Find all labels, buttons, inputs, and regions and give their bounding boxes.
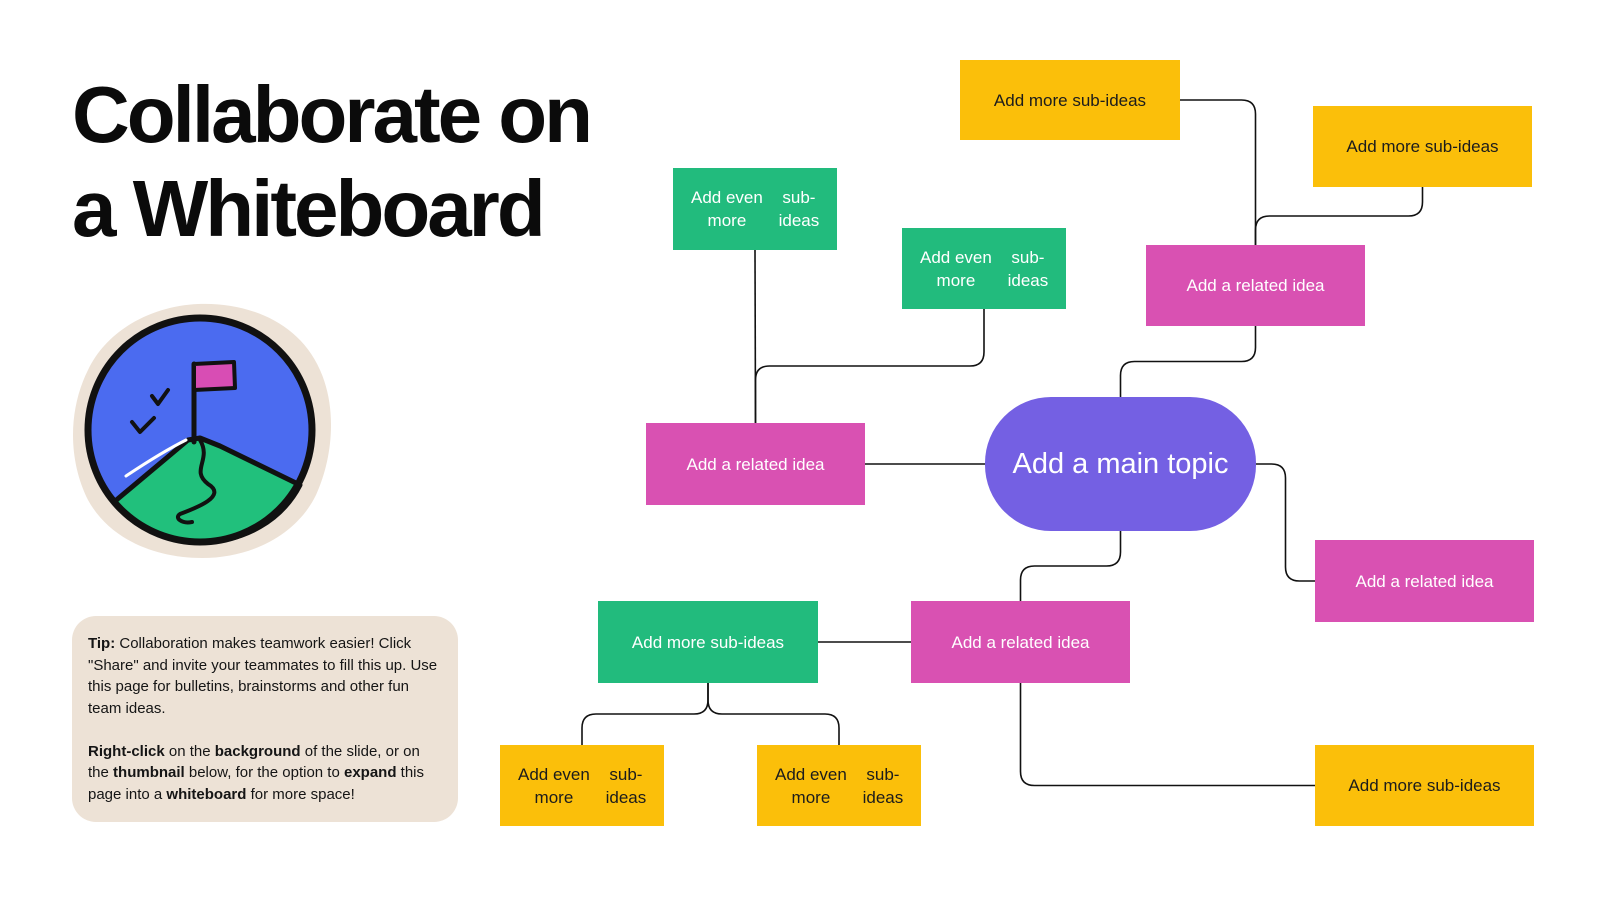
emblem-flag xyxy=(192,360,237,392)
node-label-line-1: Add even more xyxy=(518,764,590,807)
tip-text: Collaboration makes teamwork easier! Cli… xyxy=(88,635,438,717)
tip-paragraph-1: Tip: Collaboration makes teamwork easier… xyxy=(88,633,442,719)
tip-text: this page into a xyxy=(88,764,425,803)
slide-title: Collaborate on a Whiteboard xyxy=(72,68,672,256)
even-more-sub-ideas-node[interactable]: Add even more sub-ideas xyxy=(673,168,837,250)
node-label: Add more sub-ideas xyxy=(1346,137,1499,156)
connector-line xyxy=(1180,99,1257,245)
node-label-line-2: sub-ideas xyxy=(862,764,904,807)
even-more-sub-ideas-node[interactable]: Add even more sub-ideas xyxy=(902,228,1066,309)
tip-paragraph-2: Right-click on the background of the sli… xyxy=(88,741,442,806)
connector-line xyxy=(1119,326,1257,397)
related-idea-node[interactable]: Add a related idea xyxy=(1146,245,1365,326)
node-label-line-1: Add even more xyxy=(691,188,763,230)
connector-line xyxy=(1254,187,1424,245)
tip-bold-text: Right-click xyxy=(88,742,165,760)
tip-text: for more space! xyxy=(246,785,355,803)
node-label: Add a related idea xyxy=(1355,571,1494,591)
tip-bold-text: expand xyxy=(343,764,397,781)
node-label: Add a related idea xyxy=(951,632,1090,652)
tip-bold-text: thumbnail xyxy=(113,764,185,781)
node-label: Add more sub-ideas xyxy=(631,632,785,652)
tip-text: on the xyxy=(164,742,215,760)
title-line-1: Collaborate on xyxy=(72,70,593,159)
tip-bold-text: whiteboard xyxy=(166,785,247,803)
connector-line xyxy=(1256,463,1315,582)
mountain-flag-icon xyxy=(73,303,332,558)
tip-text: below, for the option to xyxy=(184,764,344,781)
connector-line xyxy=(1019,683,1315,787)
sub-idea-node[interactable]: Add more sub-ideas xyxy=(960,60,1180,140)
main-topic-label: Add a main topic xyxy=(1012,448,1229,480)
node-label-line-2: sub-ideas xyxy=(1007,247,1049,290)
emblem-ring xyxy=(84,314,316,546)
node-label-line-2: sub-ideas xyxy=(605,764,647,807)
connector-line xyxy=(707,683,840,745)
emblem-path xyxy=(176,438,217,525)
even-more-sub-ideas-node[interactable]: Add even more sub-ideas xyxy=(757,745,921,826)
emblem-bird-2 xyxy=(130,416,156,434)
node-label: Add a related idea xyxy=(686,454,825,474)
node-label-line-2: sub-ideas xyxy=(778,188,820,230)
emblem-bird-1 xyxy=(150,388,170,406)
connector-line xyxy=(581,683,709,745)
main-topic-node[interactable]: Add a main topic xyxy=(985,397,1256,531)
sub-idea-node[interactable]: Add more sub-ideas xyxy=(1315,745,1534,826)
even-more-sub-ideas-node[interactable]: Add even more sub-ideas xyxy=(500,745,664,826)
node-label: Add more sub-ideas xyxy=(993,90,1147,110)
node-label-line-1: Add even more xyxy=(775,764,847,807)
connector-line xyxy=(1019,531,1122,601)
title-line-2: a Whiteboard xyxy=(72,164,546,253)
related-idea-node[interactable]: Add a related idea xyxy=(911,601,1130,683)
tip-bold-text: Tip: xyxy=(88,635,116,652)
connector-line xyxy=(754,309,985,423)
node-label-line-1: Add even more xyxy=(920,247,992,290)
sub-idea-node[interactable]: Add more sub-ideas xyxy=(1313,106,1532,187)
related-idea-node[interactable]: Add a related idea xyxy=(1315,540,1534,622)
sub-idea-node[interactable]: Add more sub-ideas xyxy=(598,601,818,683)
emblem-snow xyxy=(124,438,188,478)
node-label: Add a related idea xyxy=(1186,276,1325,295)
tip-bold-text: background xyxy=(214,742,301,760)
node-label: Add more sub-ideas xyxy=(1348,776,1501,795)
tip-box: Tip: Collaboration makes teamwork easier… xyxy=(72,616,458,822)
tip-text: of the slide, or on the xyxy=(88,742,420,782)
related-idea-node[interactable]: Add a related idea xyxy=(646,423,865,505)
